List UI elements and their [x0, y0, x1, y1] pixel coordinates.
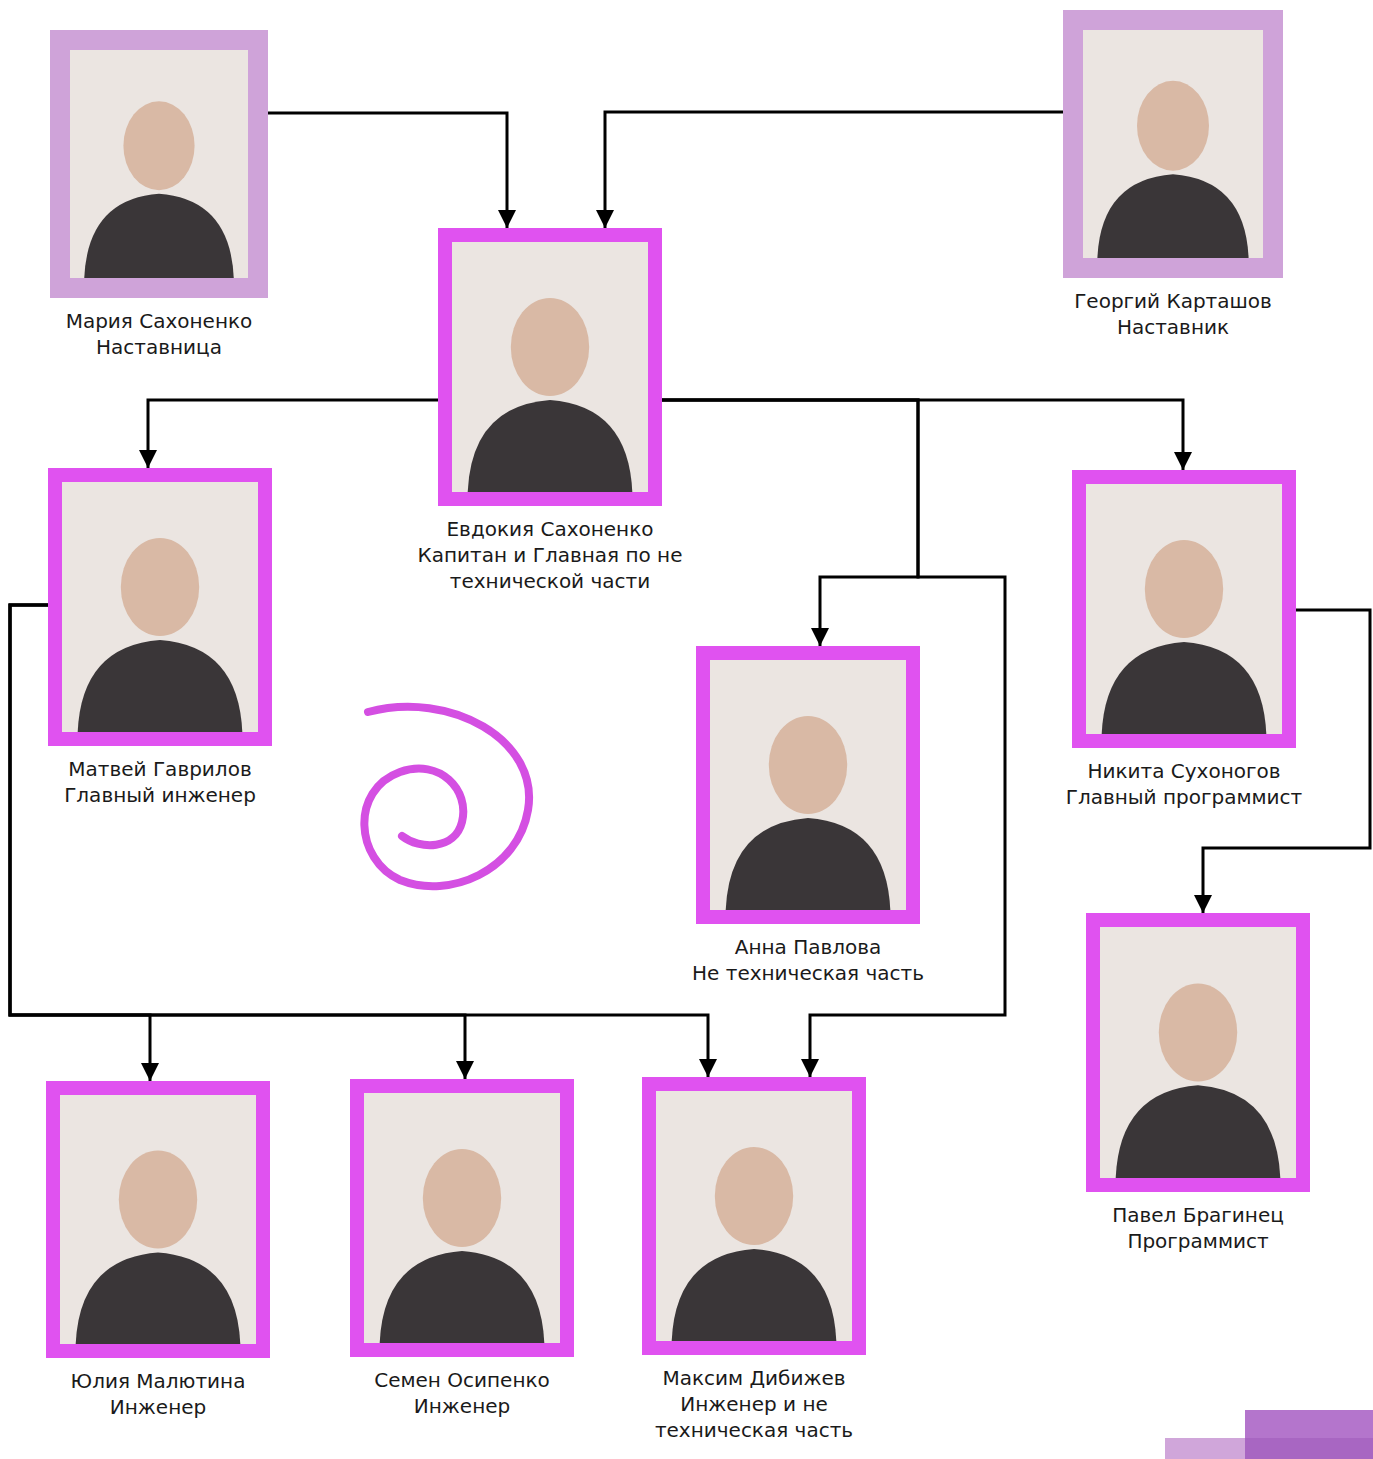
member-role: Наставница: [29, 334, 289, 360]
member-card: Анна ПавловаНе техническая часть: [658, 646, 958, 986]
photo-frame: [696, 646, 920, 924]
connector-arrow: [662, 400, 1183, 470]
photo-frame: [1063, 10, 1283, 278]
member-name: Георгий Карташов: [1033, 288, 1313, 314]
corner-bar: [1245, 1410, 1373, 1438]
portrait-placeholder: [60, 1095, 256, 1344]
photo-frame: [46, 1081, 270, 1358]
photo-frame: [350, 1079, 574, 1357]
portrait-placeholder: [1083, 30, 1263, 258]
member-role: Не техническая часть: [658, 960, 958, 986]
connector-arrow: [148, 400, 438, 468]
connector-arrow: [268, 113, 507, 228]
member-card: Мария СахоненкоНаставница: [29, 30, 289, 360]
photo-frame: [1086, 913, 1310, 1192]
member-role: Инженер: [332, 1393, 592, 1419]
member-name: Павел Брагинец: [1068, 1202, 1328, 1228]
member-card: Евдокия СахоненкоКапитан и Главная по не…: [415, 228, 685, 594]
portrait-placeholder: [1086, 484, 1282, 734]
member-card: Никита СухоноговГлавный программист: [1034, 470, 1334, 810]
photo-frame: [438, 228, 662, 506]
member-name: Семен Осипенко: [332, 1367, 592, 1393]
member-role: Главный программист: [1034, 784, 1334, 810]
member-name: Матвей Гаврилов: [30, 756, 290, 782]
member-role: Программист: [1068, 1228, 1328, 1254]
connector-arrow: [605, 112, 1063, 228]
member-name: Мария Сахоненко: [29, 308, 289, 334]
corner-bar: [1245, 1438, 1373, 1459]
connector-arrow: [662, 400, 918, 646]
member-card: Юлия МалютинаИнженер: [28, 1081, 288, 1420]
corner-bar: [1165, 1438, 1245, 1459]
portrait-placeholder: [452, 242, 648, 492]
member-name: Анна Павлова: [658, 934, 958, 960]
member-name: Никита Сухоногов: [1034, 758, 1334, 784]
photo-frame: [642, 1077, 866, 1355]
member-name: Юлия Малютина: [28, 1368, 288, 1394]
member-card: Георгий КарташовНаставник: [1033, 10, 1313, 340]
member-card: Семен ОсипенкоИнженер: [332, 1079, 592, 1419]
portrait-placeholder: [710, 660, 906, 910]
portrait-placeholder: [70, 50, 248, 278]
portrait-placeholder: [62, 482, 258, 732]
member-card: Павел БрагинецПрограммист: [1068, 913, 1328, 1254]
member-card: Матвей ГавриловГлавный инженер: [30, 468, 290, 808]
photo-frame: [48, 468, 272, 746]
photo-frame: [1072, 470, 1296, 748]
member-role: Наставник: [1033, 314, 1313, 340]
member-role: Инженер и не техническая часть: [624, 1391, 884, 1443]
portrait-placeholder: [364, 1093, 560, 1343]
member-role: Главный инженер: [30, 782, 290, 808]
spiral-logo: [364, 707, 529, 886]
member-name: Максим Дибижев: [624, 1365, 884, 1391]
member-role: Инженер: [28, 1394, 288, 1420]
member-card: Максим ДибижевИнженер и не техническая ч…: [624, 1077, 884, 1443]
portrait-placeholder: [656, 1091, 852, 1341]
connector-arrow: [10, 605, 708, 1077]
portrait-placeholder: [1100, 927, 1296, 1178]
member-role: Капитан и Главная по не технической част…: [415, 542, 685, 594]
photo-frame: [50, 30, 268, 298]
member-name: Евдокия Сахоненко: [415, 516, 685, 542]
